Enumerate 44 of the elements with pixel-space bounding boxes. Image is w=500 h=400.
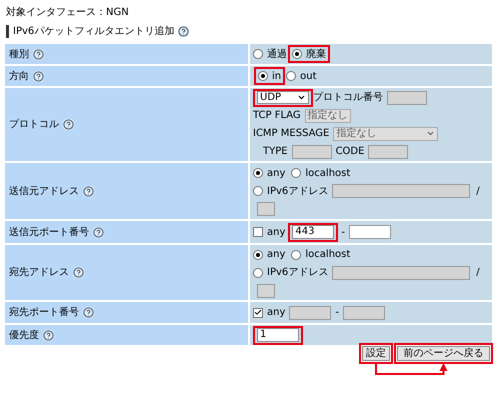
form-label: 対象インタフェース：NGN — [6, 7, 129, 18]
form-label: IPv6アドレス — [267, 266, 328, 280]
form-label: 宛先ポート番号 — [9, 306, 79, 320]
input-field: 443 — [292, 225, 334, 239]
form-label: out — [300, 70, 317, 84]
dropdown-select: 指定なし — [333, 126, 438, 140]
form-label: / — [476, 184, 480, 198]
highlight-box — [254, 67, 286, 85]
highlight-box — [253, 326, 303, 344]
form-label: localhost — [305, 248, 350, 262]
highlight-box — [253, 88, 313, 106]
form-label: CODE — [336, 145, 364, 159]
form-label: 種別 — [9, 48, 29, 62]
highlight-box — [288, 45, 330, 63]
form-label: TYPE — [263, 145, 288, 159]
form-label: 方向 — [9, 70, 29, 84]
form-label: any — [267, 166, 286, 180]
form-label: 送信元アドレス — [9, 184, 79, 198]
form-label: any — [267, 226, 286, 240]
form-label: TCP FLAG — [253, 109, 301, 123]
form-label: 宛先アドレス — [9, 266, 69, 280]
form-label: 優先度 — [9, 328, 39, 342]
form-label: プロトコル番号 — [313, 90, 383, 105]
form-label: 送信元ポート番号 — [9, 226, 89, 240]
form-label: any — [267, 306, 286, 320]
form-label: localhost — [305, 166, 350, 180]
form-label: IPv6アドレス — [267, 184, 328, 198]
form-label: プロトコル — [9, 118, 59, 132]
highlight-box — [288, 222, 338, 242]
input-field: 1 — [257, 328, 299, 342]
option-label: in — [272, 70, 282, 84]
form-label: / — [476, 266, 480, 280]
dropdown-select: 指定なし — [304, 108, 351, 122]
form-label: - — [335, 306, 339, 320]
set-button: 設定 — [362, 346, 390, 361]
form-label: - — [341, 226, 345, 240]
arrow — [375, 363, 448, 375]
option-label: 廃棄 — [306, 48, 326, 62]
form-label: any — [267, 248, 286, 262]
form-label: ICMP MESSAGE — [253, 127, 330, 141]
form-label: IPv6パケットフィルタエントリ追加 — [13, 24, 174, 39]
dropdown-select: UDP — [257, 91, 309, 104]
form-label: 通過 — [267, 48, 287, 62]
back-button: 前のページへ戻る — [397, 346, 490, 361]
